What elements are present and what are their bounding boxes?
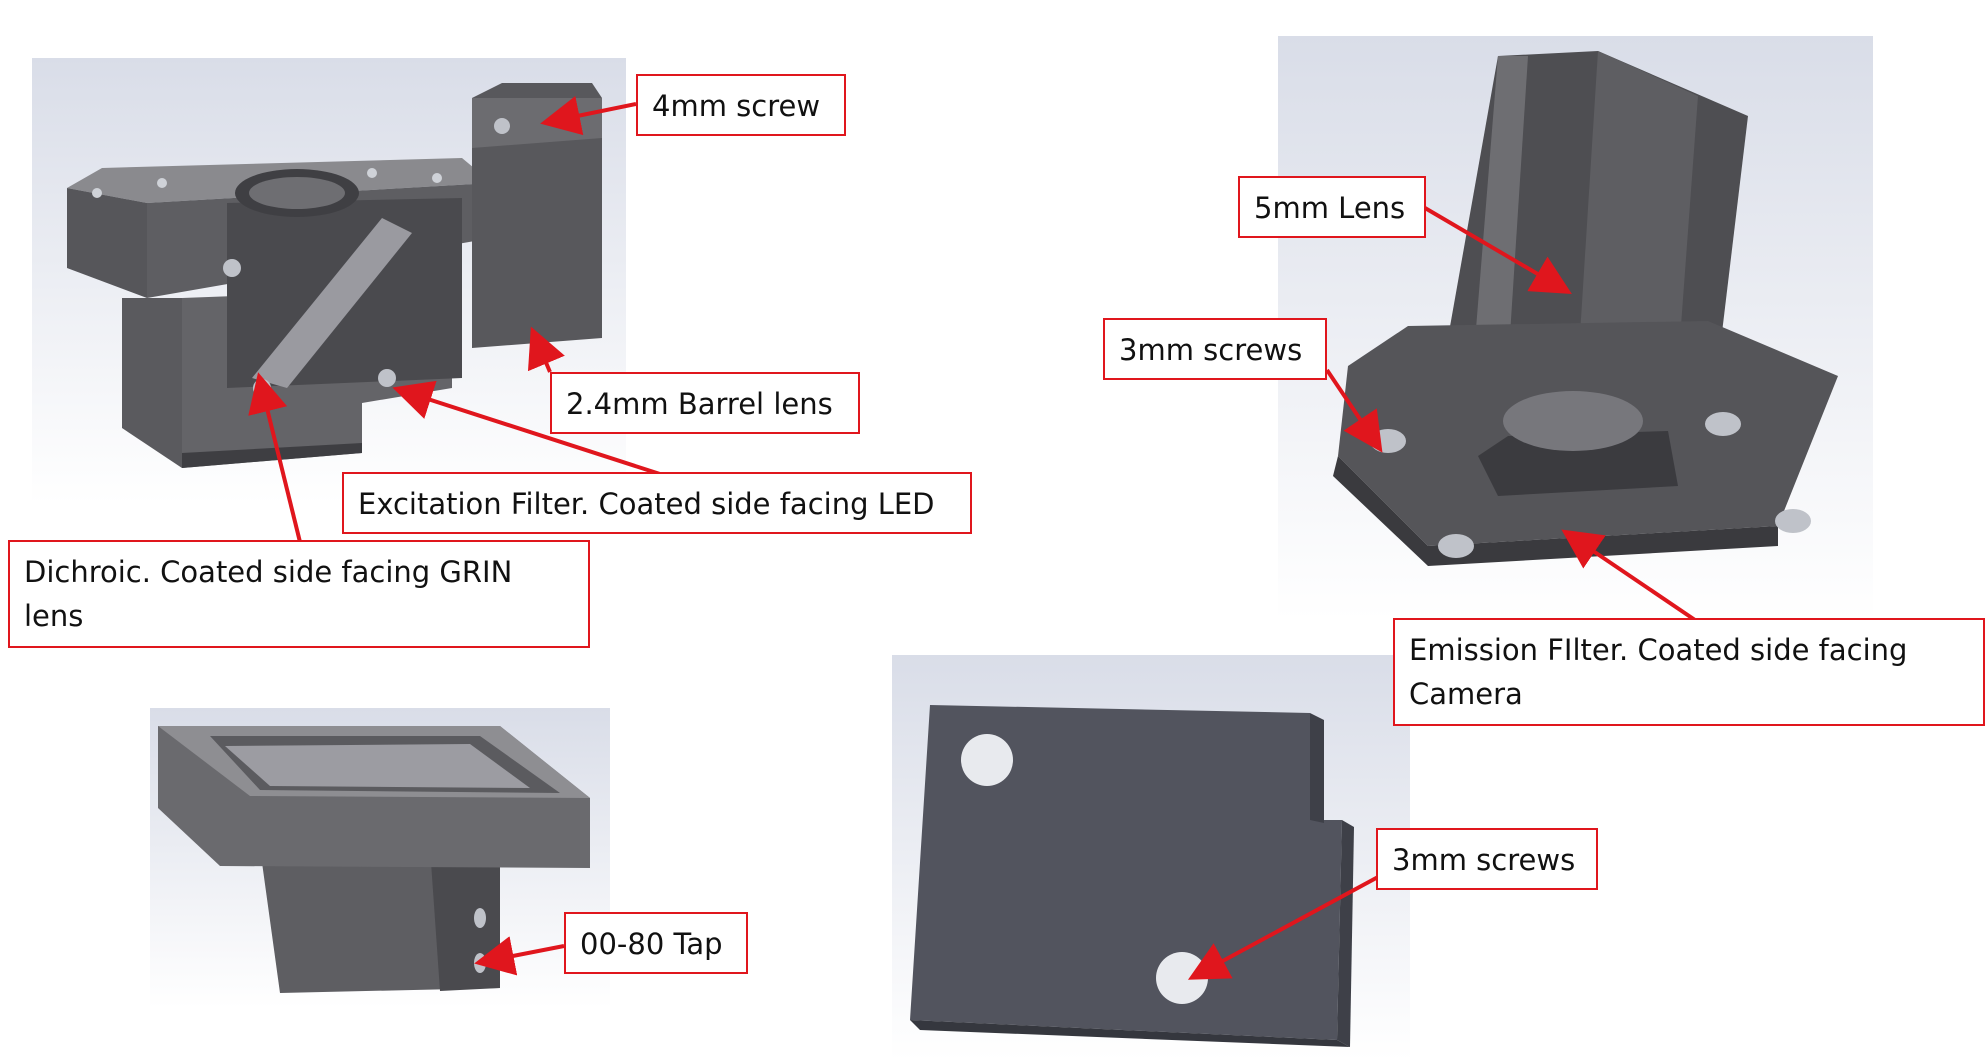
lens-holder-panel: [1278, 36, 1873, 620]
label-excitation-filter: Excitation Filter. Coated side facing LE…: [342, 472, 972, 534]
label-barrel-lens: 2.4mm Barrel lens: [550, 372, 860, 434]
plate-panel: [892, 655, 1410, 1060]
label-3mm-screws-top: 3mm screws: [1103, 318, 1327, 380]
label-4mm-screw: 4mm screw: [636, 74, 846, 136]
label-3mm-screws-plate: 3mm screws: [1376, 828, 1598, 890]
tap-part-panel: [150, 708, 610, 1008]
label-emission-filter: Emission FIlter. Coated side facing Came…: [1393, 618, 1985, 726]
label-dichroic: Dichroic. Coated side facing GRIN lens: [8, 540, 590, 648]
label-00-80-tap: 00-80 Tap: [564, 912, 748, 974]
filter-cube-panel: [32, 58, 626, 504]
label-5mm-lens: 5mm Lens: [1238, 176, 1426, 238]
